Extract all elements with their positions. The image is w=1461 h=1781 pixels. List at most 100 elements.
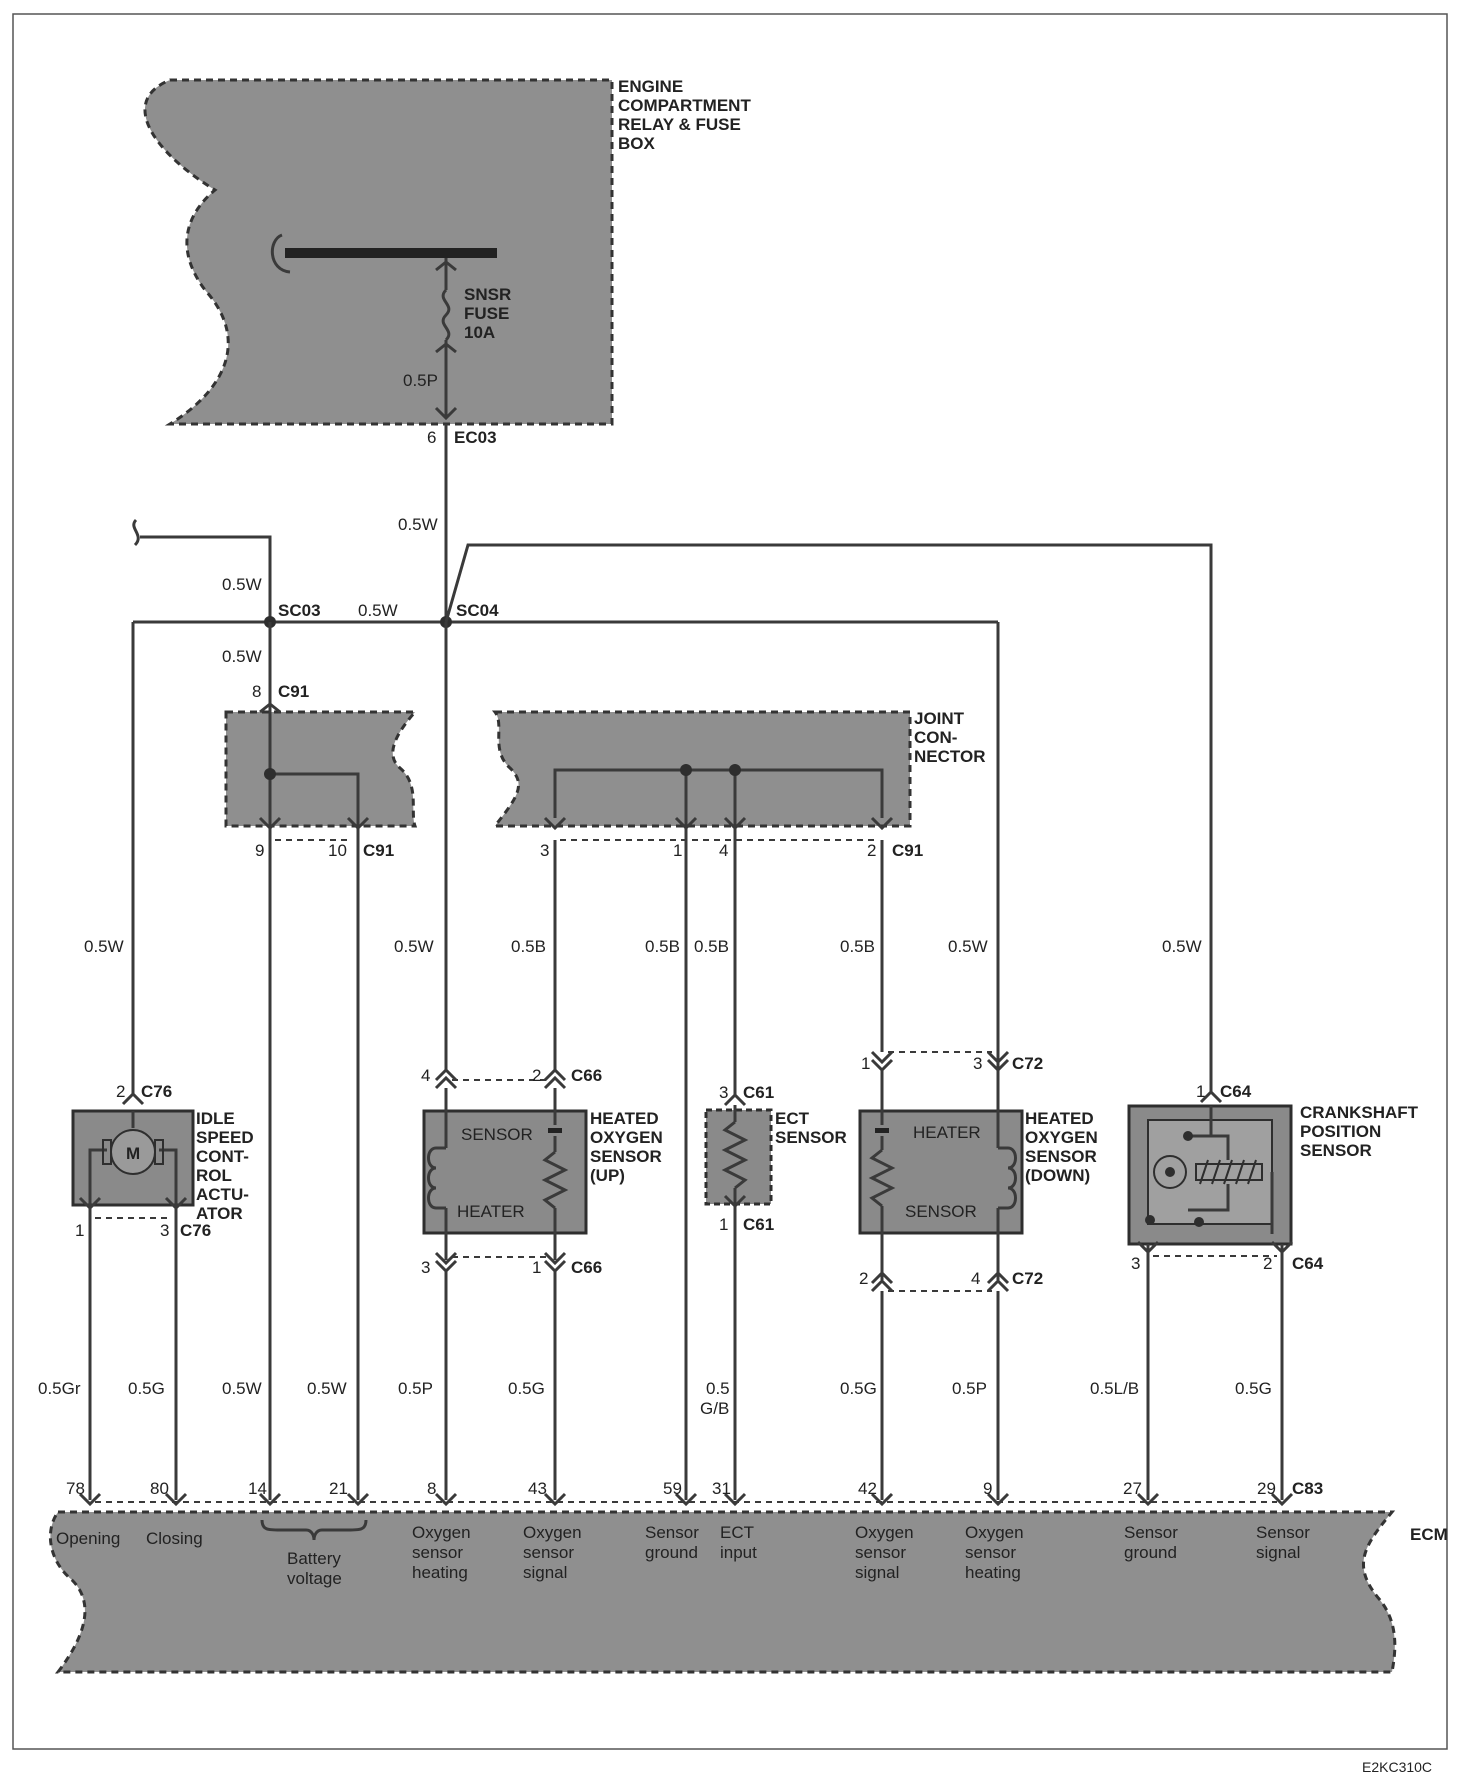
isca-title-line: SPEED [196,1128,254,1147]
wire-label-o2dn-heat-low: 0.5P [952,1379,987,1398]
svg-text:signal: signal [1256,1543,1300,1562]
ckp-pin-top: 1 [1196,1082,1205,1101]
wire-label-left-loop: 0.5W [222,575,262,594]
isca-pin-top: 2 [116,1082,125,1101]
o2up-heater-label: HEATER [457,1202,525,1221]
fuse-box-title: ENGINE COMPARTMENT RELAY & FUSE BOX [618,77,756,153]
c91-top-connector: C91 [278,682,309,701]
o2down-pin-tl: 1 [861,1054,870,1073]
isca-top-connector [121,1091,145,1106]
o2up-pin-tl: 4 [421,1066,430,1085]
o2up-pin-tr: 2 [532,1066,541,1085]
isca-title: IDLE SPEED CONT- ROL ACTU- ATOR [196,1109,258,1223]
fuse-label-line: SNSR [464,285,511,304]
joint-connector-title-line: NECTOR [914,747,985,766]
o2up-sensor-label: SENSOR [461,1125,533,1144]
svg-text:voltage: voltage [287,1569,342,1588]
wire-label-sc03-sc04: 0.5W [358,601,398,620]
wire-label-ckp-sig: 0.5G [1235,1379,1272,1398]
wire-left-loop-run [140,535,272,622]
svg-text:ECT: ECT [720,1523,754,1542]
fuse-box-title-line: COMPARTMENT [618,96,751,115]
wire-label-closing: 0.5G [128,1379,165,1398]
c91-left-bottom-connector: C91 [363,841,394,860]
joint-connector-title-line: CON- [914,728,957,747]
ecm-label-o2dn-sig: Oxygen sensor signal [855,1523,914,1582]
wire-label-o2dn-sig: 0.5B [840,937,875,956]
o2up-title-line: SENSOR [590,1147,662,1166]
ect-top-connector [723,1092,747,1107]
resistor-sensor-icon [541,1088,569,1260]
isca-title-line: ACTU- [196,1185,249,1204]
o2down-title-line: (DOWN) [1025,1166,1090,1185]
bus-bar [285,248,497,258]
isca-title-line: IDLE [196,1109,235,1128]
resistor-sensor-icon [868,1070,896,1280]
o2up-bottom-connector [434,1251,567,1274]
svg-text:Closing: Closing [146,1529,203,1548]
snsr-fuse-icon [434,258,458,421]
joint-connector-title: JOINT CON- NECTOR [914,709,985,766]
c91-right-bottom-connector: C91 [892,841,923,860]
wire-label-sc03-c91: 0.5W [222,647,262,666]
wire-label-ckp: 0.5W [1162,937,1202,956]
o2up-title-line: HEATED [590,1109,659,1128]
ecm-pin-arrows [78,1492,1294,1507]
fuse-label-line: FUSE [464,304,509,323]
ecm-label-o2up-heat: Oxygen sensor heating [412,1523,471,1582]
c91-pin-4: 4 [719,841,728,860]
ecm-label-o2up-sig: Oxygen sensor signal [523,1523,582,1582]
wire-label-ckp-gnd: 0.5L/B [1090,1379,1139,1398]
o2down-top-connector [870,1050,1010,1073]
isca-title-line: ATOR [196,1204,243,1223]
c91-pin-8: 8 [252,682,261,701]
motor-icon [88,1111,178,1205]
ecm-label-gnd: Sensor ground [645,1523,699,1562]
svg-text:sensor: sensor [523,1543,574,1562]
ecm-pin: 21 [329,1479,348,1498]
ckp-connector-top: C64 [1220,1082,1252,1101]
o2up-title: HEATED OXYGEN SENSOR (UP) [590,1109,667,1185]
fuse-box-title-line: ENGINE [618,77,683,96]
fuse-label-line: 10A [464,323,495,342]
ecm-pin: 27 [1123,1479,1142,1498]
c91-pin-10: 10 [328,841,347,860]
ecm-pin: 14 [248,1479,267,1498]
svg-text:heating: heating [412,1563,468,1582]
wire-label-ec03-sc04: 0.5W [398,515,438,534]
ckp-pin-br: 2 [1263,1254,1272,1273]
isca-title-line: CONT- [196,1147,249,1166]
ect-connector-top: C61 [743,1083,774,1102]
ect-pin-top: 3 [719,1083,728,1102]
wire-label-ect-low-1: 0.5 [706,1379,730,1398]
isca-connector-bottom: C76 [180,1221,211,1240]
ect-title: ECT SENSOR [775,1109,847,1147]
ckp-pin-bl: 3 [1131,1254,1140,1273]
o2down-pin-tr: 3 [973,1054,982,1073]
ecm-pin: 8 [427,1479,436,1498]
wire-label-gnd: 0.5B [645,937,680,956]
ckp-title: CRANKSHAFT POSITION SENSOR [1300,1103,1423,1160]
svg-text:Oxygen: Oxygen [523,1523,582,1542]
ecm-label-closing: Closing [146,1529,203,1548]
c91-pin-9: 9 [255,841,264,860]
ckp-title-line: POSITION [1300,1122,1381,1141]
o2up-title-line: (UP) [590,1166,625,1185]
wire-label-batt2: 0.5W [307,1379,347,1398]
svg-text:Opening: Opening [56,1529,120,1548]
wire-left-loop [132,518,140,547]
o2down-connector-bottom: C72 [1012,1269,1043,1288]
o2up-pin-bl: 3 [421,1258,430,1277]
wire-label-o2up-sig: 0.5B [511,937,546,956]
o2down-title: HEATED OXYGEN SENSOR (DOWN) [1025,1109,1102,1185]
o2up-title-line: OXYGEN [590,1128,663,1147]
ckp-connector-bottom: C64 [1292,1254,1324,1273]
svg-text:input: input [720,1543,757,1562]
ec03-connector: EC03 [454,428,497,447]
o2down-title-line: SENSOR [1025,1147,1097,1166]
c91-pin-3: 3 [540,841,549,860]
wire-label-o2dn-sig-low: 0.5G [840,1379,877,1398]
heater-element-icon [996,1070,1017,1280]
ckp-sensor-icon [1145,1106,1274,1234]
